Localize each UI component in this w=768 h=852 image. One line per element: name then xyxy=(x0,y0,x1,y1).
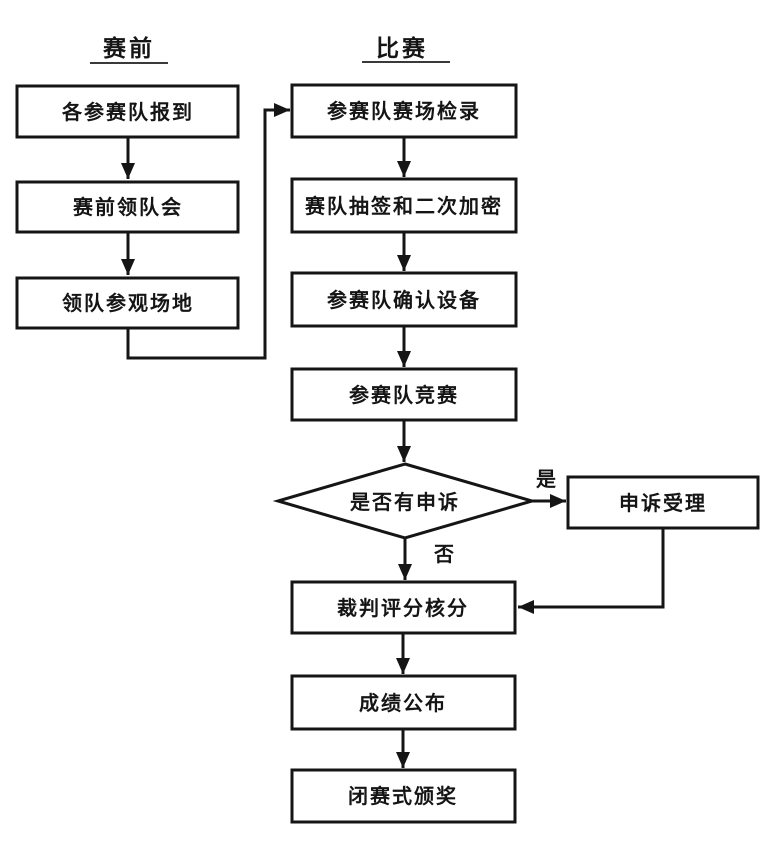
edge-venue-visit-to-checkin xyxy=(126,103,290,360)
node-compete-label: 参赛队竞赛 xyxy=(349,383,459,407)
node-appeal-handle-box xyxy=(566,475,760,530)
node-publish-results-box xyxy=(290,674,517,731)
node-venue-visit-box xyxy=(15,276,240,330)
branch-label-yes: 是 xyxy=(535,468,556,491)
node-draw-encrypt-box xyxy=(290,177,518,234)
node-closing-ceremony: 闭赛式颁奖 xyxy=(290,768,517,824)
node-appeal-check: 是否有申诉 xyxy=(272,462,538,540)
node-confirm-equipment-label: 参赛队确认设备 xyxy=(327,288,481,312)
node-checkin: 参赛队赛场检录 xyxy=(290,83,518,139)
node-publish-results-label: 成绩公布 xyxy=(359,691,447,715)
node-checkin-label: 参赛队赛场检录 xyxy=(327,99,481,123)
node-appeal-handle-label: 申诉受理 xyxy=(619,491,707,515)
phase-header-pre-label: 赛前 xyxy=(102,35,155,61)
node-compete: 参赛队竞赛 xyxy=(290,367,518,422)
node-draw-encrypt-label: 赛队抽签和二次加密 xyxy=(304,194,503,218)
node-leaders-meeting-box xyxy=(15,180,240,234)
node-compete-box xyxy=(290,367,518,422)
node-confirm-equipment: 参赛队确认设备 xyxy=(290,271,518,328)
node-appeal-check-diamond xyxy=(272,462,538,540)
node-register-box xyxy=(15,84,240,139)
node-closing-ceremony-box xyxy=(290,768,517,824)
phase-header-pre: 赛前 xyxy=(90,35,168,64)
node-draw-encrypt: 赛队抽签和二次加密 xyxy=(290,177,518,234)
node-venue-visit-label: 领队参观场地 xyxy=(62,291,194,315)
node-scoring-label: 裁判评分核分 xyxy=(337,596,469,620)
phase-header-competition: 比赛 xyxy=(362,35,450,63)
edge-appeal-handle-to-scoring xyxy=(518,528,665,614)
node-publish-results: 成绩公布 xyxy=(290,674,517,731)
node-leaders-meeting-label: 赛前领队会 xyxy=(72,195,183,219)
node-closing-ceremony-label: 闭赛式颁奖 xyxy=(348,784,458,808)
node-checkin-box xyxy=(290,83,518,139)
node-venue-visit: 领队参观场地 xyxy=(15,276,240,330)
node-scoring-box xyxy=(290,580,517,635)
node-register-label: 各参赛队报到 xyxy=(61,100,194,124)
node-appeal-check-label: 是否有申诉 xyxy=(349,490,460,514)
edges xyxy=(121,103,665,768)
node-register: 各参赛队报到 xyxy=(15,84,240,139)
node-confirm-equipment-box xyxy=(290,271,518,328)
branch-label-no: 否 xyxy=(433,544,454,566)
node-appeal-handle: 申诉受理 xyxy=(566,475,760,530)
node-scoring: 裁判评分核分 xyxy=(290,580,517,635)
phase-header-competition-label: 比赛 xyxy=(376,35,428,61)
node-leaders-meeting: 赛前领队会 xyxy=(15,180,240,234)
